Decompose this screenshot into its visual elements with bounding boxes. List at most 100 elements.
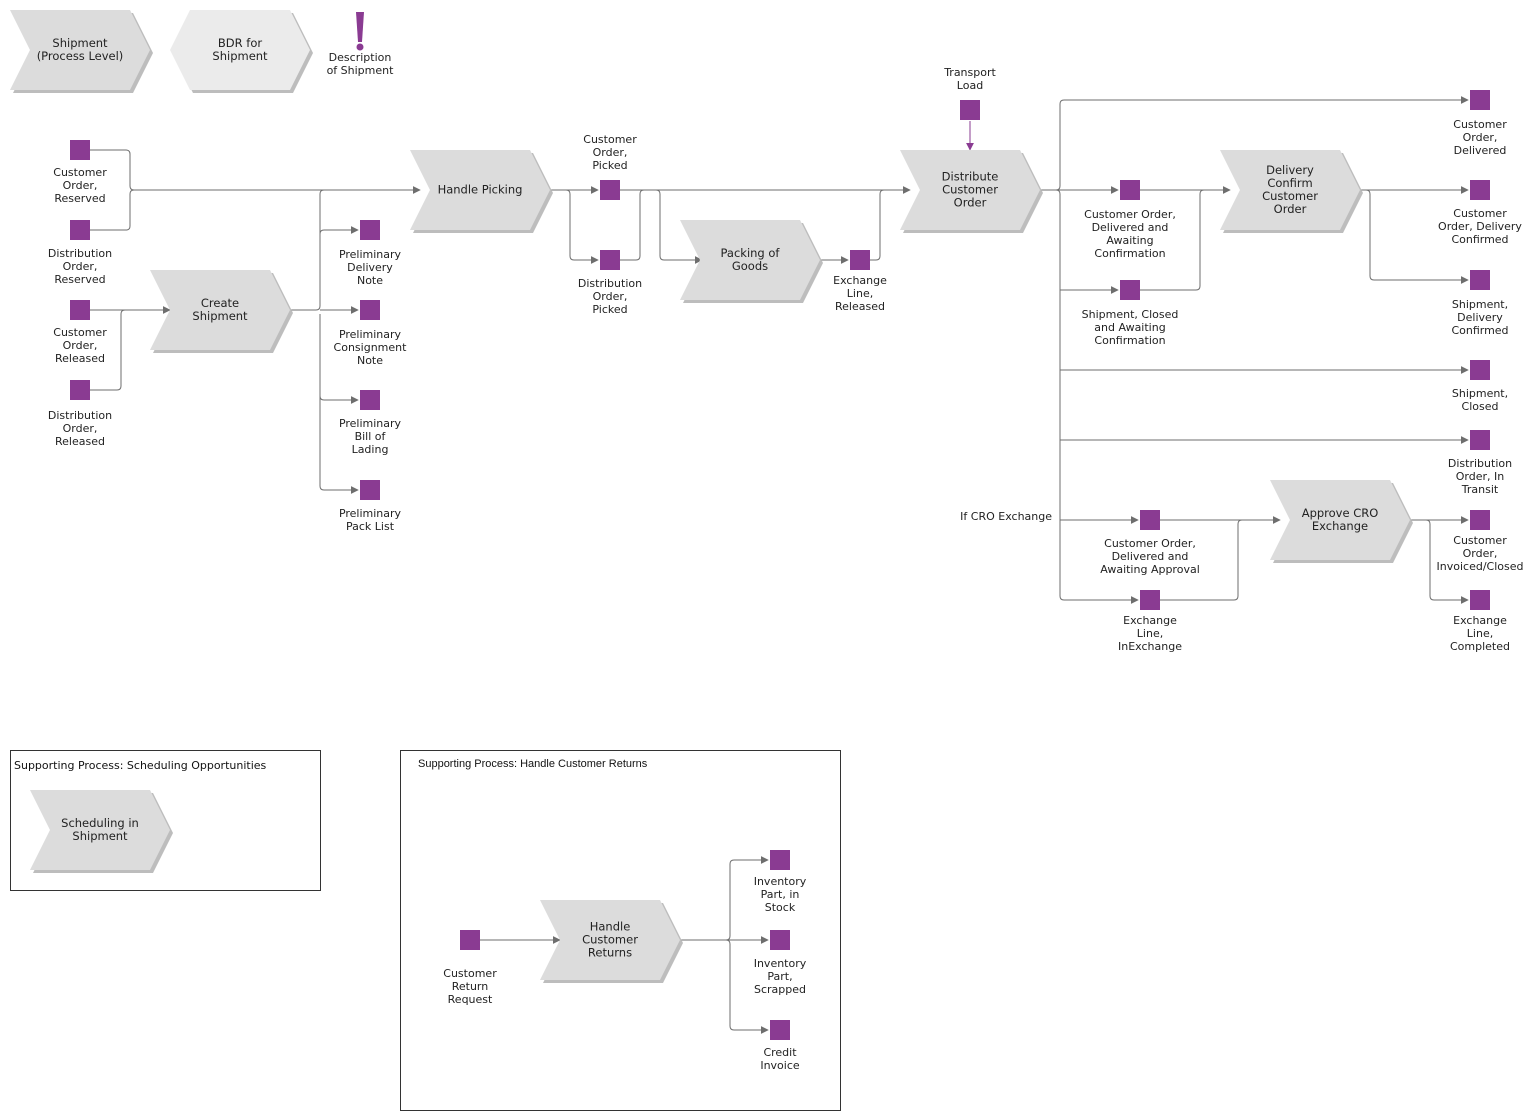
process-handle-picking[interactable]: Handle Picking [410, 150, 553, 233]
event-preliminary-delivery-note-label-line-1: Preliminary [339, 248, 402, 261]
legend-description-of-shipment-line-1: Description [329, 51, 392, 64]
legend-bdr-for-shipment-label-line-2: Shipment [212, 49, 268, 63]
event-customer-order-delivered-awaiting-approval-label-line-2: Delivered and [1112, 550, 1189, 563]
event-customer-order-released-label-line-3: Released [55, 352, 105, 365]
event-customer-order-delivery-confirmed[interactable] [1470, 180, 1490, 200]
event-customer-order-delivered-awaiting-approval-label-line-3: Awaiting Approval [1100, 563, 1200, 576]
event-credit-invoice[interactable] [770, 1020, 790, 1040]
event-exchange-line-released[interactable] [850, 250, 870, 270]
process-handle-picking-label-line-1: Handle Picking [438, 183, 523, 197]
returns-support-box [400, 750, 841, 1111]
process-distribute-customer-order-shape [900, 150, 1040, 230]
process-delivery-confirm-customer-order-label-line-4: Order [1274, 202, 1307, 216]
event-preliminary-pack-list[interactable] [360, 480, 380, 500]
if-cro-exchange-label: If CRO Exchange [960, 510, 1052, 523]
event-customer-order-reserved-label-line-1: Customer [53, 166, 107, 179]
event-distribution-order-picked-label-line-3: Picked [592, 303, 627, 316]
process-approve-cro-exchange-label-line-2: Exchange [1312, 519, 1368, 533]
event-customer-order-picked[interactable] [600, 180, 620, 200]
event-shipment-closed-awaiting-confirmation-label-line-3: Confirmation [1094, 334, 1165, 347]
event-distribution-order-in-transit-label-line-2: Order, In [1456, 470, 1504, 483]
event-preliminary-delivery-note-marker [360, 220, 380, 240]
event-customer-order-reserved[interactable] [70, 140, 90, 160]
process-scheduling-in-shipment-label-line-1: Scheduling in [61, 816, 139, 830]
event-credit-invoice-label-line-2: Invoice [760, 1059, 800, 1072]
event-shipment-delivery-confirmed-label-line-2: Delivery [1457, 311, 1503, 324]
event-exchange-line-completed[interactable] [1470, 590, 1490, 610]
event-credit-invoice-label-line-1: Credit [763, 1046, 797, 1059]
returns-support-title: Supporting Process: Handle Customer Retu… [418, 758, 648, 770]
event-customer-order-delivered-marker [1470, 90, 1490, 110]
process-distribute-customer-order-label-line-1: Distribute [942, 170, 999, 184]
process-handle-customer-returns-label-line-1: Handle [590, 920, 631, 934]
event-customer-order-released[interactable] [70, 300, 90, 320]
event-customer-order-delivered-awaiting-confirmation[interactable] [1120, 180, 1140, 200]
event-customer-order-delivered[interactable] [1470, 90, 1490, 110]
event-distribution-order-reserved-marker [70, 220, 90, 240]
event-preliminary-delivery-note[interactable] [360, 220, 380, 240]
legend-shipment-process-level-label-line-1: Shipment [52, 36, 108, 50]
event-inventory-part-scrapped[interactable] [770, 930, 790, 950]
event-distribution-order-in-transit-label-line-3: Transit [1461, 483, 1499, 496]
event-distribution-order-reserved-label-line-3: Reserved [54, 273, 105, 286]
event-preliminary-consignment-note[interactable] [360, 300, 380, 320]
event-distribution-order-reserved-label-line-1: Distribution [48, 247, 112, 260]
event-inventory-part-scrapped-label-line-1: Inventory [754, 957, 807, 970]
event-preliminary-bill-of-lading[interactable] [360, 390, 380, 410]
event-customer-order-delivered-awaiting-confirmation-label-line-3: Awaiting [1106, 234, 1153, 247]
process-handle-customer-returns-label-line-3: Returns [588, 946, 632, 960]
event-exchange-line-completed-label-line-2: Line, [1467, 627, 1493, 640]
event-distribution-order-released-marker [70, 380, 90, 400]
event-exchange-line-released-label-line-2: Line, [847, 287, 873, 300]
event-inventory-part-scrapped-marker [770, 930, 790, 950]
event-customer-order-delivered-awaiting-confirmation-marker [1120, 180, 1140, 200]
event-customer-order-reserved-label-line-3: Reserved [54, 192, 105, 205]
event-exchange-line-released-label-line-1: Exchange [833, 274, 887, 287]
event-transport-load-label-line-1: Transport [943, 66, 996, 79]
event-distribution-order-picked[interactable] [600, 250, 620, 270]
event-shipment-closed-label-line-2: Closed [1462, 400, 1499, 413]
process-delivery-confirm-customer-order-label-line-3: Customer [1262, 189, 1318, 203]
event-distribution-order-reserved[interactable] [70, 220, 90, 240]
event-shipment-closed-marker [1470, 360, 1490, 380]
legend-shipment-process-level[interactable]: Shipment(Process Level) [10, 10, 153, 93]
event-customer-order-reserved-marker [70, 140, 90, 160]
event-transport-load[interactable] [960, 100, 980, 120]
event-customer-order-delivered-awaiting-approval[interactable] [1140, 510, 1160, 530]
event-preliminary-pack-list-label-line-2: Pack List [346, 520, 395, 533]
event-preliminary-delivery-note-label-line-3: Note [357, 274, 383, 287]
event-customer-order-delivered-awaiting-confirmation-label-line-1: Customer Order, [1084, 208, 1176, 221]
event-distribution-order-in-transit[interactable] [1470, 430, 1490, 450]
exclamation-icon [356, 12, 364, 51]
event-preliminary-consignment-note-label-line-3: Note [357, 354, 383, 367]
event-shipment-closed[interactable] [1470, 360, 1490, 380]
event-preliminary-bill-of-lading-marker [360, 390, 380, 410]
event-inventory-part-in-stock-label-line-3: Stock [765, 901, 796, 914]
event-customer-order-released-label-line-2: Order, [63, 339, 98, 352]
legend-bdr-for-shipment-label-line-1: BDR for [218, 36, 262, 50]
event-customer-order-invoiced-closed[interactable] [1470, 510, 1490, 530]
event-customer-order-picked-label-line-1: Customer [583, 133, 637, 146]
event-inventory-part-in-stock[interactable] [770, 850, 790, 870]
event-customer-return-request[interactable] [460, 930, 480, 950]
event-preliminary-consignment-note-marker [360, 300, 380, 320]
event-customer-order-delivered-awaiting-approval-marker [1140, 510, 1160, 530]
event-customer-order-picked-label-line-2: Order, [593, 146, 628, 159]
event-shipment-closed-awaiting-confirmation[interactable] [1120, 280, 1140, 300]
event-customer-order-delivery-confirmed-label-line-1: Customer [1453, 207, 1507, 220]
event-preliminary-delivery-note-label-line-2: Delivery [347, 261, 393, 274]
process-create-shipment-label-line-2: Shipment [192, 309, 248, 323]
event-shipment-delivery-confirmed[interactable] [1470, 270, 1490, 290]
event-exchange-line-inexchange[interactable] [1140, 590, 1160, 610]
event-distribution-order-released[interactable] [70, 380, 90, 400]
event-customer-order-delivered-awaiting-approval-label-line-1: Customer Order, [1104, 537, 1196, 550]
process-scheduling-in-shipment-shape [30, 790, 170, 870]
